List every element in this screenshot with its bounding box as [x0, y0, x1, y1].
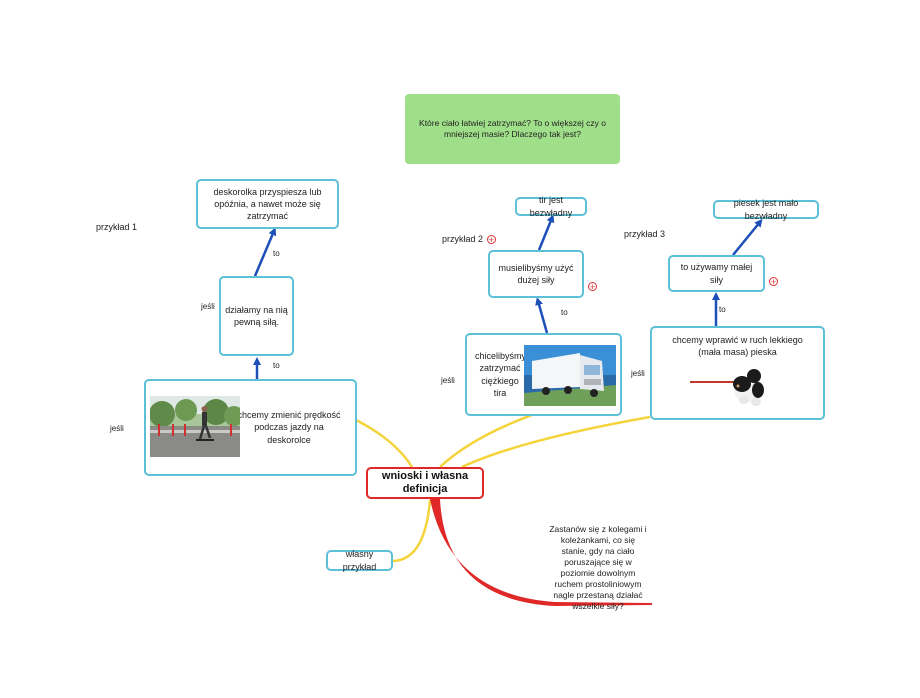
truck-photo: [524, 345, 616, 406]
example1-if-mid-label: jeśli: [201, 302, 215, 311]
example3-label: przykład 3: [624, 229, 666, 239]
example1-mid-node[interactable]: działamy na nią pewną siłą.: [219, 276, 294, 356]
example2-top-text: tir jest bezwładny: [529, 195, 573, 218]
example2-main-text: chicelibyśmy zatrzymać ciężkiego tira: [475, 351, 527, 398]
example1-main-text: chcemy zmienić prędkość podczas jazdy na…: [237, 410, 341, 445]
branch-example1: [355, 418, 414, 468]
example2-to-label: to: [561, 308, 568, 317]
question-box[interactable]: Które ciało łatwiej zatrzymać? To o więk…: [405, 94, 620, 164]
example3-expand-icon[interactable]: +: [769, 277, 778, 287]
example2-mid-text: musielibyśmy użyć dużej siły: [498, 262, 574, 285]
example3-to-label: to: [719, 305, 726, 314]
arrow-ex1-high: [253, 227, 277, 277]
arrow-ex2-high: [537, 214, 555, 251]
example2-top-node[interactable]: tir jest bezwładny: [515, 195, 587, 218]
example1-top-node[interactable]: deskorolka przyspiesza lub opóźnia, a na…: [196, 179, 339, 229]
skateboard-photo: [150, 396, 240, 457]
example1-main-node[interactable]: chcemy zmienić prędkość podczas jazdy na…: [144, 379, 357, 476]
branch-example3: [461, 415, 651, 469]
example1-mid-text: działamy na nią pewną siłą.: [225, 304, 288, 327]
example3-main-node[interactable]: chcemy wprawić w ruch lekkiego (mała mas…: [650, 326, 825, 420]
example3-main-text: chcemy wprawić w ruch lekkiego (mała mas…: [672, 335, 803, 358]
example2-label: przykład 2: [442, 234, 484, 244]
note-text: Zastanów się z kolegami i koleżankami, c…: [549, 524, 647, 612]
question-text: Które ciało łatwiej zatrzymać? To o więk…: [419, 117, 606, 139]
example1-label: przykład 1: [96, 222, 138, 232]
example2-expand-icon[interactable]: +: [487, 235, 496, 245]
example3-mid-text: to używamy małej siły: [680, 262, 753, 285]
example1-to-high-label: to: [273, 249, 280, 258]
example2-mid-expand-icon[interactable]: +: [588, 282, 597, 292]
example1-to-low-label: to: [273, 361, 280, 370]
example1-if-low-label: jeśli: [110, 424, 124, 433]
arrow-ex3-high: [732, 218, 763, 256]
example3-top-text: piesek jest mało bezwładny: [733, 198, 799, 221]
own-example-text: własny przykład: [342, 549, 377, 572]
central-topic[interactable]: wnioski i własna definicja: [366, 467, 484, 499]
example3-mid-node[interactable]: to używamy małej siły: [668, 255, 765, 292]
example2-mid-node[interactable]: musielibyśmy użyć dużej siły: [488, 250, 584, 298]
branch-own-example: [392, 499, 432, 563]
own-example-node[interactable]: własny przykład: [326, 549, 393, 572]
example2-if-label: jeśli: [441, 376, 455, 385]
arrow-ex2-low: [535, 297, 549, 334]
dog-photo: [690, 369, 764, 406]
central-topic-text: wnioski i własna definicja: [381, 469, 469, 495]
example3-top-node[interactable]: piesek jest mało bezwładny: [713, 198, 819, 221]
example1-top-text: deskorolka przyspiesza lub opóźnia, a na…: [213, 186, 322, 222]
example3-if-label: jeśli: [631, 369, 645, 378]
